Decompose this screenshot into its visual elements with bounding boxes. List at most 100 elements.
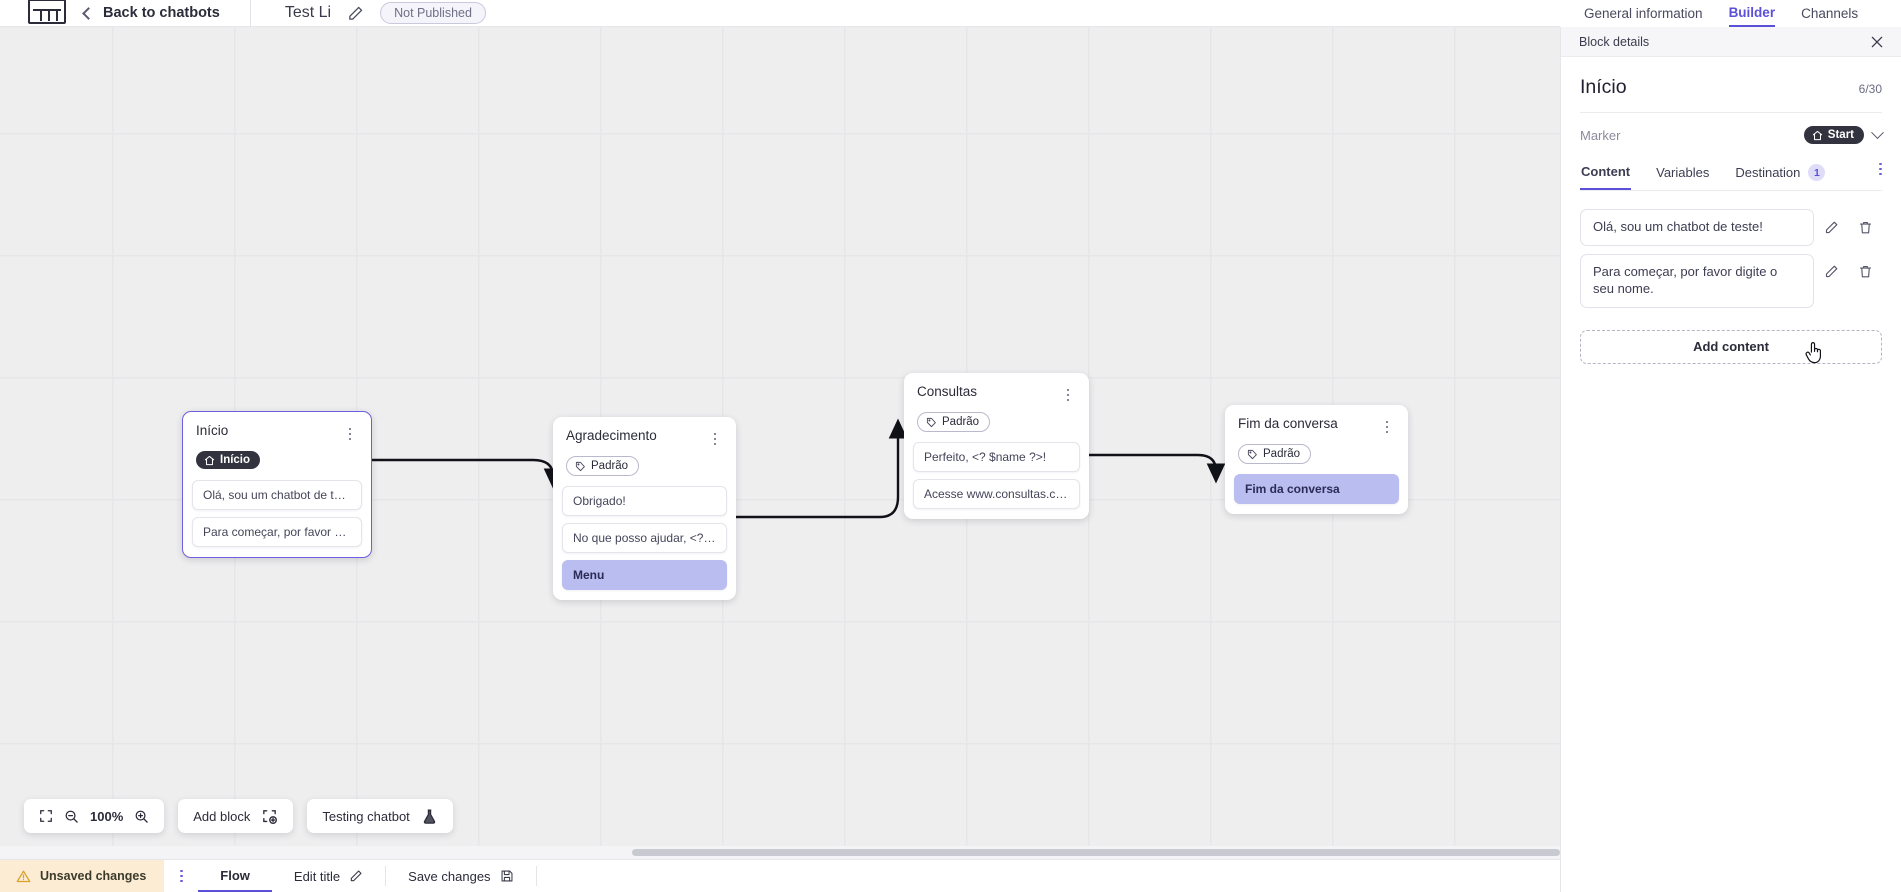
pencil-icon <box>1825 221 1837 233</box>
block-title: Fim da conversa <box>1238 416 1338 431</box>
back-to-chatbots-label: Back to chatbots <box>103 5 220 21</box>
fit-screen-icon[interactable] <box>39 809 53 823</box>
flow-canvas[interactable]: Início Início Olá, sou um chatbot de tes… <box>0 27 1560 859</box>
block-header: Início <box>183 412 371 443</box>
back-to-chatbots-link[interactable]: Back to chatbots <box>82 5 220 21</box>
unsaved-changes-label: Unsaved changes <box>40 869 147 883</box>
flow-label: Flow <box>220 867 250 883</box>
block-menu-button[interactable] <box>1060 386 1076 404</box>
flow-block-inicio[interactable]: Início Início Olá, sou um chatbot de tes… <box>182 411 372 558</box>
block-tag-start: Início <box>196 451 261 469</box>
block-row[interactable]: Perfeito, <? $name ?>! <box>913 441 1080 472</box>
tab-builder[interactable]: Builder <box>1728 0 1776 27</box>
block-tag-default: Padrão <box>1238 444 1312 464</box>
block-title: Consultas <box>917 384 978 399</box>
edge-consultas-fim <box>1089 453 1226 484</box>
content-item-text[interactable]: Para começar, por favor digite o seu nom… <box>1580 253 1814 308</box>
flow-block-agradecimento[interactable]: Agradecimento Padrão Obrigado! No que po… <box>553 417 736 600</box>
flow-block-fim-da-conversa[interactable]: Fim da conversa Padrão Fim da conversa <box>1225 405 1408 514</box>
marker-row: Marker Start <box>1580 113 1884 155</box>
panel-tabs: Content Variables Destination 1 <box>1580 155 1882 191</box>
block-row[interactable]: Obrigado! <box>562 485 727 516</box>
zoom-out-icon[interactable] <box>64 809 79 824</box>
add-content-button[interactable]: Add content <box>1580 329 1882 364</box>
divider <box>385 866 387 886</box>
edge-agradecimento-consultas <box>736 418 908 519</box>
block-row[interactable]: Acesse www.consultas.com par... <box>913 478 1080 509</box>
block-header: Agradecimento <box>553 417 736 448</box>
zoom-in-icon[interactable] <box>134 809 149 824</box>
block-menu-button[interactable] <box>707 430 723 448</box>
trash-icon <box>1859 221 1871 233</box>
publish-status-badge: Not Published <box>380 2 486 24</box>
block-row[interactable]: Para começar, por favor digite o ... <box>192 516 362 547</box>
scrollbar-thumb[interactable] <box>632 849 1560 856</box>
add-block-icon <box>261 808 278 825</box>
tab-general-information[interactable]: General information <box>1584 6 1703 21</box>
divider <box>535 866 537 886</box>
header-left-group: Back to chatbots <box>0 0 251 27</box>
block-menu-button[interactable] <box>1379 418 1395 436</box>
block-tag-default: Padrão <box>917 412 991 432</box>
block-details-panel: Block details Início 6/30 Marker Start <box>1560 27 1901 892</box>
block-header: Consultas <box>904 373 1089 404</box>
tab-channels[interactable]: Channels <box>1801 6 1859 21</box>
close-panel-button[interactable] <box>1869 34 1885 50</box>
panel-tab-content[interactable]: Content <box>1580 157 1632 190</box>
bot-name: Test Li <box>284 4 332 21</box>
edge-inicio-agradecimento <box>372 458 563 489</box>
edit-content-button[interactable] <box>1814 261 1848 283</box>
panel-tab-variables[interactable]: Variables <box>1655 158 1710 189</box>
close-icon <box>1871 36 1883 47</box>
flow-options-menu[interactable] <box>164 860 198 892</box>
panel-body: Início 6/30 Marker Start Content <box>1561 57 1901 364</box>
chevron-left-icon <box>82 6 95 20</box>
block-title: Início <box>196 423 229 438</box>
pencil-icon <box>1825 266 1837 278</box>
block-title: Agradecimento <box>566 428 657 443</box>
block-row[interactable]: No que posso ajudar, <? $name ... <box>562 522 727 553</box>
block-rows: Perfeito, <? $name ?>! Acesse www.consul… <box>904 441 1089 519</box>
panel-tab-label: Content <box>1581 164 1631 179</box>
home-icon <box>204 455 215 465</box>
canvas-horizontal-scrollbar[interactable] <box>0 846 1560 859</box>
content-items-list: Olá, sou um chatbot de teste! Para começ… <box>1580 191 1882 308</box>
flow-block-consultas[interactable]: Consultas Padrão Perfeito, <? $name ?>! … <box>904 373 1089 519</box>
panel-char-count: 6/30 <box>1858 82 1882 96</box>
bottom-tab-flow[interactable]: Flow <box>198 860 272 892</box>
block-row-end[interactable]: Fim da conversa <box>1234 473 1399 504</box>
save-changes-button[interactable]: Save changes <box>386 860 535 892</box>
marker-select[interactable]: Start <box>1803 125 1884 144</box>
tag-icon <box>575 461 585 471</box>
panel-tab-label: Variables <box>1656 165 1710 180</box>
block-menu-button[interactable] <box>342 425 358 443</box>
edit-title-button[interactable]: Edit title <box>272 860 385 892</box>
content-item-row: Olá, sou um chatbot de teste! <box>1580 209 1882 246</box>
block-row-menu[interactable]: Menu <box>562 559 727 590</box>
header-bot-group: Test Li Not Published <box>251 2 486 24</box>
add-block-button[interactable]: Add block <box>178 799 294 833</box>
panel-header-title: Block details <box>1579 34 1650 49</box>
add-block-label: Add block <box>193 808 251 824</box>
panel-more-menu[interactable] <box>1879 162 1882 185</box>
delete-content-button[interactable] <box>1848 216 1882 238</box>
edit-bot-name-button[interactable] <box>347 5 364 22</box>
home-icon <box>1812 130 1822 140</box>
content-item-text[interactable]: Olá, sou um chatbot de teste! <box>1580 209 1814 246</box>
panel-block-title: Início <box>1580 76 1627 98</box>
save-icon <box>501 870 513 882</box>
testing-chatbot-button[interactable]: Testing chatbot <box>307 799 453 833</box>
app-logo-icon[interactable] <box>28 0 66 24</box>
bottom-bar: Unsaved changes Flow Edit title Save cha… <box>0 859 1560 892</box>
edit-content-button[interactable] <box>1814 216 1848 238</box>
panel-header: Block details <box>1561 27 1901 57</box>
delete-content-button[interactable] <box>1848 261 1882 283</box>
testing-chatbot-label: Testing chatbot <box>322 808 410 824</box>
block-row[interactable]: Olá, sou um chatbot de teste! <box>192 479 362 510</box>
zoom-level: 100% <box>90 808 124 824</box>
block-tag-row: Padrão <box>904 404 1089 442</box>
marker-label: Marker <box>1580 127 1621 143</box>
block-header: Fim da conversa <box>1225 405 1408 436</box>
panel-tab-destination[interactable]: Destination 1 <box>1734 157 1826 190</box>
tag-icon <box>1247 449 1257 459</box>
